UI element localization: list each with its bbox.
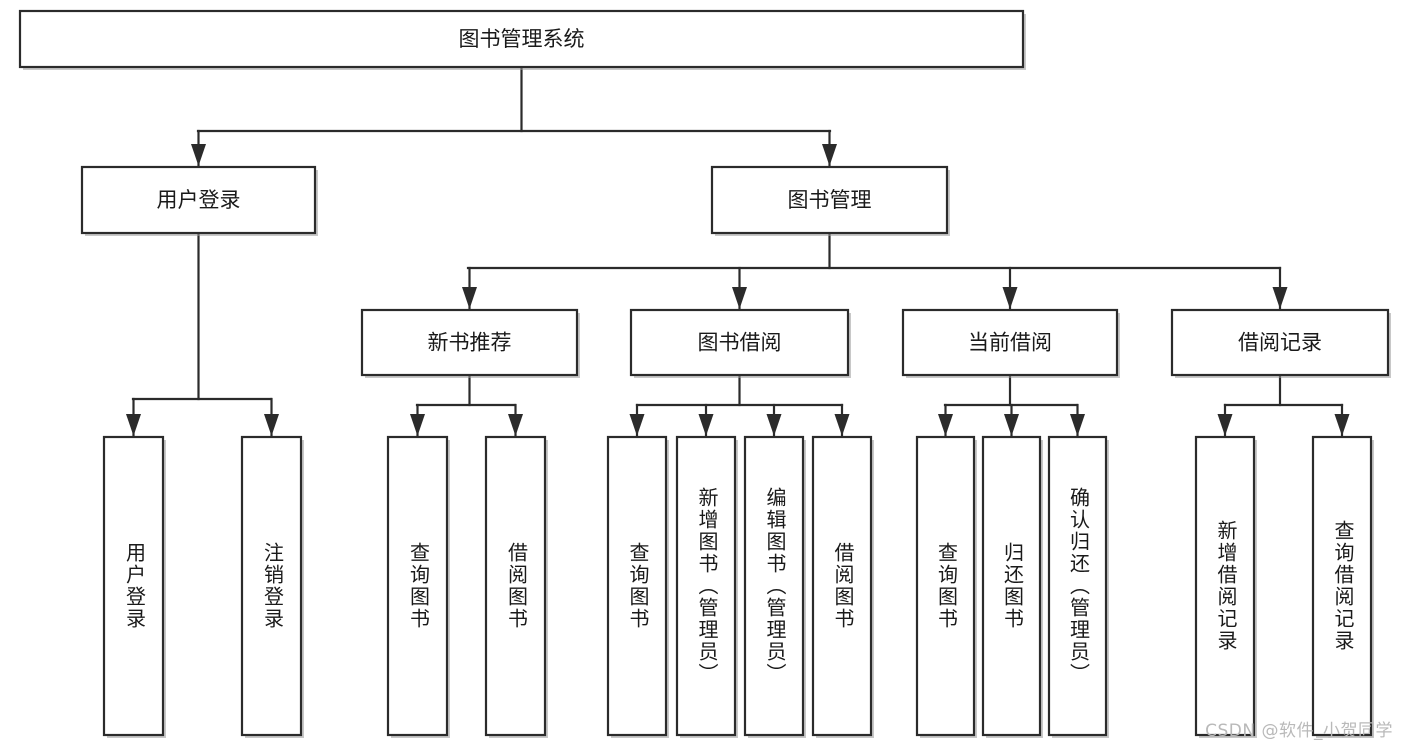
- node-box-new-book-recommend[interactable]: [360, 308, 579, 377]
- arrow-head-icon: [1070, 414, 1085, 436]
- node-box-leaf-add-borrow-record[interactable]: [1194, 435, 1256, 737]
- node-book-borrow[interactable]: 图书借阅: [629, 308, 851, 378]
- arrow-head-icon: [1217, 414, 1233, 436]
- node-leaf-query-book-3[interactable]: 查询图书: [915, 435, 977, 738]
- node-box-book-borrow[interactable]: [629, 308, 850, 377]
- arrow-head-icon: [508, 414, 523, 436]
- node-leaf-add-borrow-record[interactable]: 新增借阅记录: [1194, 435, 1257, 738]
- arrow-head-icon: [938, 414, 953, 436]
- node-leaf-borrow-book-2[interactable]: 借阅图书: [811, 435, 874, 738]
- arrow-head-icon: [629, 414, 645, 436]
- arrow-head-icon: [698, 414, 714, 436]
- node-box-leaf-user-login[interactable]: [102, 435, 165, 737]
- node-box-leaf-query-borrow-record[interactable]: [1311, 435, 1373, 737]
- node-leaf-user-login[interactable]: 用户登录: [102, 435, 166, 738]
- node-box-root[interactable]: [18, 9, 1025, 69]
- node-label-book-manage: 图书管理: [788, 188, 872, 212]
- node-label-leaf-query-book-2: 查询图书: [626, 542, 650, 630]
- arrow-head-icon: [1004, 414, 1019, 436]
- node-box-leaf-query-book-2[interactable]: [606, 435, 668, 737]
- node-box-leaf-logout[interactable]: [240, 435, 303, 737]
- node-user-login[interactable]: 用户登录: [80, 165, 318, 236]
- node-label-leaf-add-book: 新增图书（管理员）: [695, 487, 719, 685]
- node-label-book-borrow: 图书借阅: [698, 331, 782, 355]
- node-label-leaf-query-book-1: 查询图书: [407, 542, 431, 630]
- node-leaf-return-book[interactable]: 归还图书: [981, 435, 1043, 738]
- arrow-head-icon: [191, 144, 206, 166]
- node-box-leaf-borrow-book-2[interactable]: [811, 435, 873, 737]
- node-label-leaf-add-borrow-record: 新增借阅记录: [1214, 520, 1238, 652]
- node-box-leaf-confirm-return[interactable]: [1047, 435, 1108, 737]
- arrow-head-icon: [822, 144, 837, 166]
- node-label-leaf-user-login: 用户登录: [123, 542, 147, 630]
- node-leaf-query-borrow-record[interactable]: 查询借阅记录: [1311, 435, 1374, 738]
- node-leaf-confirm-return[interactable]: 确认归还（管理员）: [1047, 435, 1109, 738]
- node-leaf-query-book-2[interactable]: 查询图书: [606, 435, 669, 738]
- node-leaf-edit-book[interactable]: 编辑图书（管理员）: [743, 435, 806, 738]
- node-box-leaf-return-book[interactable]: [981, 435, 1042, 737]
- node-label-borrow-record: 借阅记录: [1238, 331, 1322, 355]
- node-label-leaf-query-book-3: 查询图书: [935, 542, 959, 630]
- node-leaf-query-book-1[interactable]: 查询图书: [386, 435, 450, 738]
- node-layer: 图书管理系统用户登录图书管理新书推荐图书借阅当前借阅借阅记录用户登录注销登录查询…: [18, 9, 1391, 738]
- node-box-book-manage[interactable]: [710, 165, 949, 235]
- node-label-leaf-return-book: 归还图书: [1001, 542, 1025, 630]
- node-label-leaf-confirm-return: 确认归还（管理员）: [1067, 487, 1091, 685]
- node-leaf-borrow-book-1[interactable]: 借阅图书: [484, 435, 548, 738]
- node-label-leaf-logout: 注销登录: [261, 542, 285, 630]
- arrow-head-icon: [732, 287, 747, 309]
- arrow-head-icon: [1334, 414, 1350, 436]
- node-root[interactable]: 图书管理系统: [18, 9, 1026, 70]
- node-label-new-book-recommend: 新书推荐: [428, 331, 512, 355]
- arrow-head-icon: [766, 414, 782, 436]
- connector-layer: [126, 65, 1350, 438]
- node-borrow-record[interactable]: 借阅记录: [1170, 308, 1391, 378]
- node-box-leaf-add-book[interactable]: [675, 435, 737, 737]
- arrow-head-icon: [126, 414, 141, 436]
- node-box-leaf-query-book-3[interactable]: [915, 435, 976, 737]
- node-label-leaf-query-borrow-record: 查询借阅记录: [1331, 520, 1355, 652]
- node-box-user-login[interactable]: [80, 165, 317, 235]
- node-label-leaf-edit-book: 编辑图书（管理员）: [763, 487, 787, 685]
- node-leaf-logout[interactable]: 注销登录: [240, 435, 304, 738]
- node-label-root: 图书管理系统: [459, 27, 585, 51]
- arrow-head-icon: [264, 414, 279, 436]
- node-new-book-recommend[interactable]: 新书推荐: [360, 308, 580, 378]
- arrow-head-icon: [834, 414, 850, 436]
- node-box-leaf-query-book-1[interactable]: [386, 435, 449, 737]
- node-label-leaf-borrow-book-1: 借阅图书: [505, 542, 529, 630]
- arrow-head-icon: [1002, 287, 1018, 309]
- node-box-borrow-record[interactable]: [1170, 308, 1390, 377]
- arrow-head-icon: [1272, 287, 1288, 309]
- node-current-borrow[interactable]: 当前借阅: [901, 308, 1120, 378]
- node-box-current-borrow[interactable]: [901, 308, 1119, 377]
- arrow-head-icon: [410, 414, 425, 436]
- node-box-leaf-edit-book[interactable]: [743, 435, 805, 737]
- node-leaf-add-book[interactable]: 新增图书（管理员）: [675, 435, 738, 738]
- node-label-current-borrow: 当前借阅: [968, 331, 1052, 355]
- node-label-leaf-borrow-book-2: 借阅图书: [831, 542, 855, 630]
- node-label-user-login: 用户登录: [157, 188, 241, 212]
- node-box-leaf-borrow-book-1[interactable]: [484, 435, 547, 737]
- node-book-manage[interactable]: 图书管理: [710, 165, 950, 236]
- arrow-head-icon: [462, 287, 477, 309]
